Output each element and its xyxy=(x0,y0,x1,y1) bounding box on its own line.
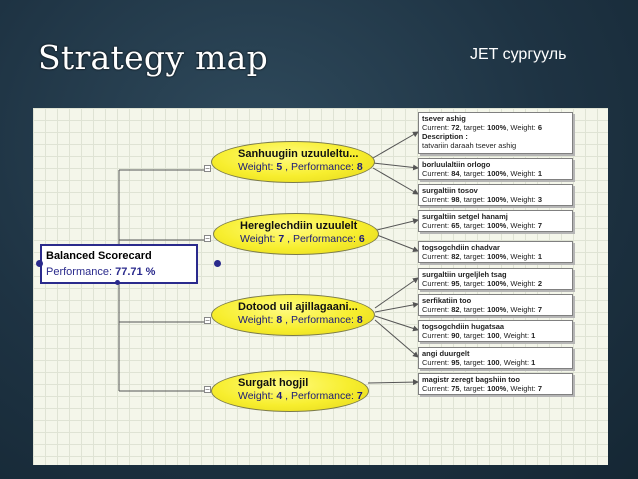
kpi-box[interactable]: togsogchdiin chadvar Current: 82, target… xyxy=(418,241,573,263)
kpi-name: togsogchdiin hugatsaa xyxy=(422,322,505,331)
kpi-box[interactable]: surgaltiin tosov Current: 98, target: 10… xyxy=(418,184,573,206)
left-connector-handle[interactable] xyxy=(36,260,43,267)
kpi-box[interactable]: tsever ashig Current: 72, target: 100%, … xyxy=(418,112,573,154)
kpi-box[interactable]: togsogchdiin hugatsaa Current: 90, targe… xyxy=(418,320,573,342)
kpi-box[interactable]: serfikatiin too Current: 82, target: 100… xyxy=(418,294,573,316)
perspective-node[interactable]: Surgalt hogjil Weight: 4 , Performance: … xyxy=(211,370,369,412)
kpi-metrics: Current: 90, target: 100, Weight: 1 xyxy=(422,331,536,340)
kpi-arrow xyxy=(374,301,419,313)
kpi-description-label: Description : xyxy=(422,132,468,141)
kpi-metrics: Current: 95, target: 100, Weight: 1 xyxy=(422,358,536,367)
root-node-performance: Performance: 77.71 % xyxy=(46,264,192,280)
kpi-metrics: Current: 84, target: 100%, Weight: 1 xyxy=(422,169,542,178)
strategy-map-canvas: Balanced Scorecard Performance: 77.71 % … xyxy=(33,108,608,465)
kpi-arrow xyxy=(374,319,419,358)
kpi-metrics: Current: 82, target: 100%, Weight: 1 xyxy=(422,252,542,261)
kpi-name: borluulaltiin orlogo xyxy=(422,160,491,169)
root-performance-label: Performance: xyxy=(46,266,113,278)
perspective-name: Dotood uil ajillagaani... xyxy=(238,301,358,313)
kpi-box[interactable]: borluulaltiin orlogo Current: 84, target… xyxy=(418,158,573,180)
kpi-name: surgaltiin tosov xyxy=(422,186,478,195)
kpi-box[interactable]: surgaltiin urgeljleh tsag Current: 95, t… xyxy=(418,268,573,290)
kpi-arrow xyxy=(376,234,419,252)
kpi-name: angi duurgelt xyxy=(422,349,470,358)
kpi-box[interactable]: angi duurgelt Current: 95, target: 100, … xyxy=(418,347,573,369)
perspective-name: Hereglechdiin uzuulelt xyxy=(240,220,358,232)
kpi-metrics: Current: 65, target: 100%, Weight: 7 xyxy=(422,221,542,230)
kpi-arrow xyxy=(367,379,419,386)
kpi-metrics: Current: 75, target: 100%, Weight: 7 xyxy=(422,384,542,393)
kpi-arrow xyxy=(372,167,419,195)
bottom-connector-handle[interactable] xyxy=(115,280,120,285)
kpi-arrow xyxy=(374,277,419,309)
kpi-arrow xyxy=(376,218,419,231)
collapse-icon[interactable]: − xyxy=(204,234,211,243)
connector-lines xyxy=(118,131,419,392)
perspective-name: Sanhuugiin uzuuleltu... xyxy=(238,148,359,160)
kpi-name: surgaltiin urgeljleh tsag xyxy=(422,270,507,279)
kpi-arrow xyxy=(372,162,419,171)
root-performance-value: 77.71 % xyxy=(115,266,156,278)
kpi-metrics: Current: 98, target: 100%, Weight: 3 xyxy=(422,195,542,204)
kpi-arrow xyxy=(372,131,419,159)
perspective-metrics: Weight: 7 , Performance: 6 xyxy=(240,233,365,245)
collapse-icon[interactable]: − xyxy=(204,385,211,394)
kpi-arrow xyxy=(374,315,419,332)
perspective-node[interactable]: Sanhuugiin uzuuleltu... Weight: 5 , Perf… xyxy=(211,141,375,183)
kpi-box[interactable]: surgaltiin setgel hanamj Current: 65, ta… xyxy=(418,210,573,232)
perspective-node[interactable]: Dotood uil ajillagaani... Weight: 8 , Pe… xyxy=(211,294,375,336)
kpi-name: magistr zeregt bagshiin too xyxy=(422,375,520,384)
collapse-icon[interactable]: − xyxy=(204,316,211,325)
right-connector-handle[interactable] xyxy=(214,260,221,267)
kpi-name: surgaltiin setgel hanamj xyxy=(422,212,508,221)
kpi-description: tatvariin daraah tsever ashig xyxy=(422,141,517,150)
slide-title: Strategy map xyxy=(38,38,269,77)
kpi-metrics: Current: 95, target: 100%, Weight: 2 xyxy=(422,279,542,288)
perspective-metrics: Weight: 8 , Performance: 8 xyxy=(238,314,363,326)
perspective-metrics: Weight: 4 , Performance: 7 xyxy=(238,390,363,402)
perspective-metrics: Weight: 5 , Performance: 8 xyxy=(238,161,363,173)
kpi-box[interactable]: magistr zeregt bagshiin too Current: 75,… xyxy=(418,373,573,395)
root-node-balanced-scorecard[interactable]: Balanced Scorecard Performance: 77.71 % xyxy=(40,244,198,284)
slide-subtitle: JET сургууль xyxy=(470,46,567,63)
root-node-title: Balanced Scorecard xyxy=(46,250,152,262)
kpi-metrics: Current: 82, target: 100%, Weight: 7 xyxy=(422,305,542,314)
kpi-name: tsever ashig xyxy=(422,114,466,123)
kpi-name: togsogchdiin chadvar xyxy=(422,243,500,252)
collapse-icon[interactable]: − xyxy=(204,164,211,173)
perspective-name: Surgalt hogjil xyxy=(238,377,309,389)
perspective-node[interactable]: Hereglechdiin uzuulelt Weight: 7 , Perfo… xyxy=(213,213,379,255)
kpi-metrics: Current: 72, target: 100%, Weight: 6 xyxy=(422,123,542,132)
kpi-name: serfikatiin too xyxy=(422,296,472,305)
